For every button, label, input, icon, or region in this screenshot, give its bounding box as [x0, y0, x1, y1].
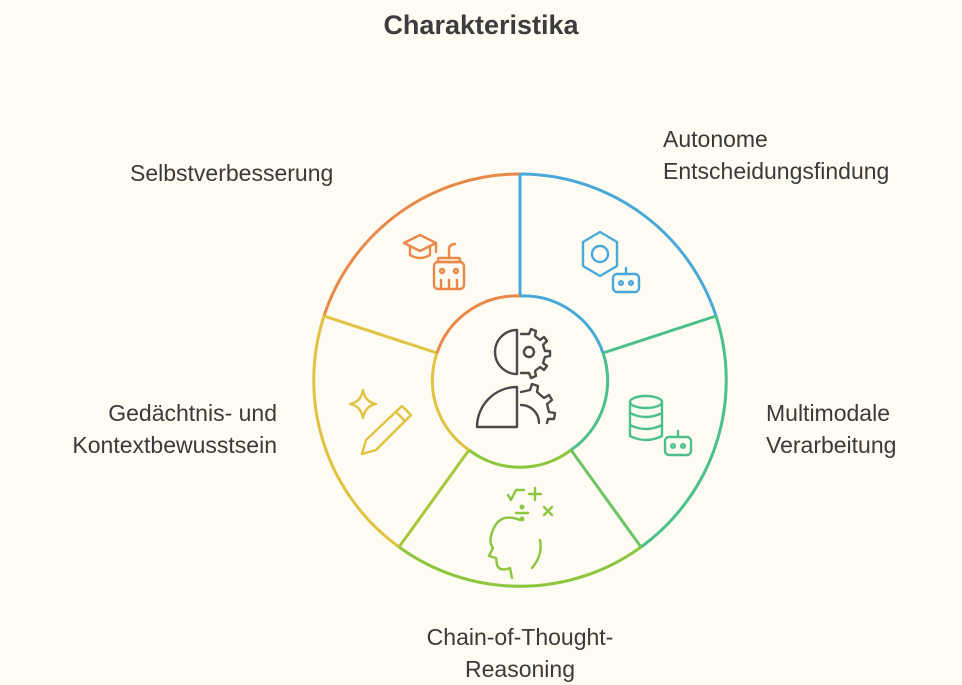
label-line: Entscheidungsfindung — [663, 158, 890, 184]
label-autonome: Autonome Entscheidungsfindung — [663, 123, 889, 187]
label-line: Selbstverbesserung — [130, 160, 334, 186]
inner-circle — [430, 294, 610, 469]
label-line: Reasoning — [465, 656, 575, 682]
divider-lower-right — [569, 449, 643, 548]
hexagon-gear-robot-icon — [581, 230, 641, 294]
label-line: Autonome — [663, 126, 768, 152]
label-line: Verarbeitung — [766, 432, 897, 458]
ring-arc-gedaechtnis — [312, 315, 400, 549]
label-selbstverbesserung: Selbstverbesserung — [130, 157, 333, 189]
segment-dividers — [323, 174, 717, 548]
label-line: Gedächtnis- und — [108, 400, 277, 426]
outer-ring — [312, 172, 728, 588]
database-robot-icon — [628, 394, 693, 457]
label-line: Kontextbewusstsein — [72, 432, 277, 458]
label-chain: Chain-of-Thought- Reasoning — [330, 621, 710, 685]
label-line: Chain-of-Thought- — [426, 624, 614, 650]
divider-upper-left — [323, 314, 438, 355]
divider-lower-left — [397, 449, 471, 548]
divider-upper-right — [602, 314, 717, 355]
label-multimodale: Multimodale Verarbeitung — [766, 397, 896, 461]
ring-arc-chain — [398, 545, 642, 588]
sparkle-pencil-icon — [348, 388, 413, 456]
ring-arc-multimodale — [640, 315, 728, 549]
page-title: Charakteristika — [383, 10, 579, 40]
ring-arc-selbstverbesserung — [322, 172, 521, 317]
label-gedaechtnis: Gedächtnis- und Kontextbewusstsein — [0, 397, 277, 461]
head-math-icon — [487, 486, 554, 580]
label-line: Multimodale — [766, 400, 890, 426]
ring-arc-autonome — [519, 172, 718, 317]
human-robot-head-icon — [475, 327, 557, 429]
graduation-cap-robot-icon — [402, 233, 466, 291]
